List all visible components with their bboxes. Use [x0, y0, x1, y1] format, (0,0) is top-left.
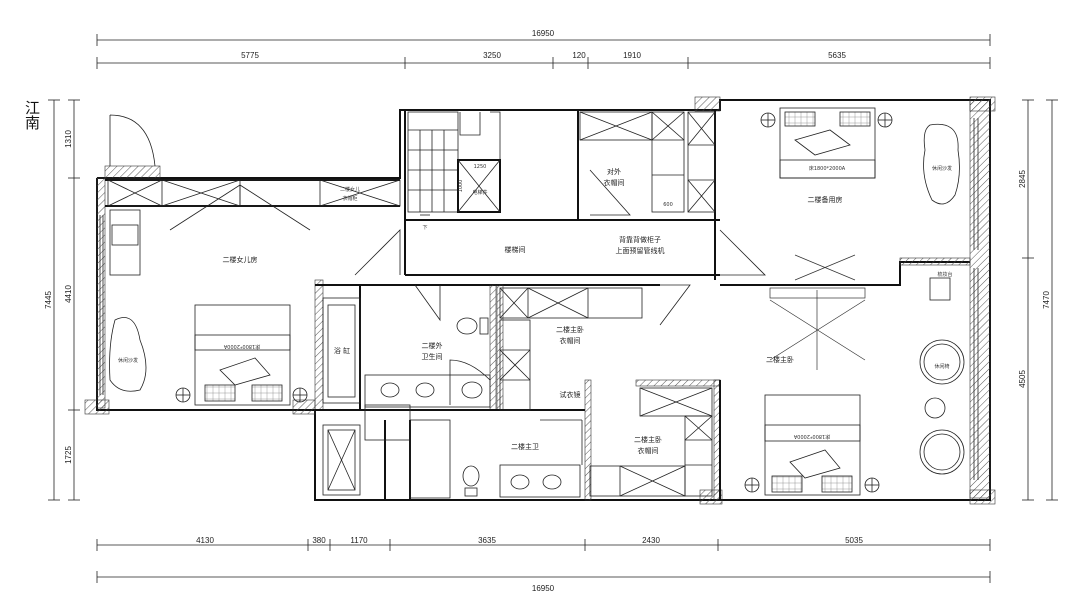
ceiling-light-lines	[769, 254, 866, 370]
dim-bottom-3: 1170	[350, 536, 368, 545]
outer-bathroom-fixtures	[322, 297, 491, 408]
label-master-closet-a2: 衣帽间	[560, 336, 581, 345]
dim-right-total: 7470	[1042, 291, 1051, 309]
dimension-texts: 16950 5775 3250 120 1910 5635 4130 380 1…	[44, 29, 1051, 593]
label-pipe-1: 背靠背做柜子	[619, 235, 661, 244]
label-master-closet-a1: 二楼主卧	[556, 325, 584, 334]
label-daughter-closet-2: 衣帽柜	[342, 195, 357, 202]
dim-top-total: 16950	[532, 29, 555, 38]
elevator-shaft	[457, 159, 501, 213]
bed-spare-room	[760, 107, 893, 179]
label-outer-closet-1: 对外	[607, 167, 621, 176]
label-bed-daughter: 床1800*2000A	[223, 343, 260, 350]
label-pipe-2: 上面预留管线机	[616, 246, 665, 255]
label-master-bedroom: 二楼主卧	[766, 355, 794, 364]
doors	[109, 114, 766, 326]
label-dresser: 梳妆台	[937, 271, 952, 278]
label-elevator: 电梯井	[472, 189, 487, 196]
windows	[99, 118, 979, 480]
dim-bottom-4: 3635	[478, 536, 496, 545]
room-labels: 二楼女儿房 二楼女儿 衣帽柜 楼梯间 1250 1000 电梯井 下 对外 衣帽…	[118, 164, 953, 455]
label-master-closet-b1: 二楼主卧	[634, 435, 662, 444]
label-down: 下	[422, 225, 427, 231]
dimension-lines	[48, 34, 1058, 583]
label-bed-spare: 床1800*2000A	[809, 165, 846, 172]
label-daughter-closet-1: 二楼女儿	[340, 186, 360, 193]
bed-daughter-room	[175, 304, 308, 406]
dim-top-5: 5635	[828, 51, 846, 60]
bed-master-room	[744, 394, 880, 496]
label-stairwell: 楼梯间	[505, 245, 526, 254]
master-bathroom-fixtures	[409, 419, 583, 499]
dim-top-2: 3250	[483, 51, 501, 60]
walls	[84, 96, 996, 505]
label-master-bath: 二楼主卫	[511, 442, 539, 451]
orientation-text: 江南	[23, 100, 41, 130]
label-mirror: 试衣镜	[560, 390, 581, 399]
label-outer-bath-1: 二楼外	[422, 341, 443, 350]
dim-bottom-2: 380	[312, 536, 326, 545]
label-master-closet-b2: 衣帽间	[638, 446, 659, 455]
dim-bottom-1: 4130	[196, 536, 214, 545]
label-outer-closet-2: 衣帽间	[604, 178, 625, 187]
dim-left-1: 1310	[64, 130, 73, 148]
label-lounge-sofa-top: 休闲沙发	[932, 165, 952, 172]
label-bath: 浴 缸	[334, 346, 350, 355]
closets	[107, 111, 716, 497]
dim-top-1: 5775	[241, 51, 259, 60]
dim-bottom-5: 2430	[642, 536, 660, 545]
dim-right-2: 4505	[1018, 370, 1027, 388]
label-lounge-sofa-left: 休闲沙发	[118, 357, 138, 364]
label-elevator-w: 1250	[474, 164, 487, 170]
dim-bottom-6: 5035	[845, 536, 863, 545]
lounge-furniture	[109, 123, 965, 475]
label-daughter-room: 二楼女儿房	[223, 255, 258, 264]
label-spare-room: 二楼备用房	[808, 195, 843, 204]
lower-left-block	[322, 424, 361, 496]
dim-left-total: 7445	[44, 291, 53, 309]
dim-right-1: 2845	[1018, 170, 1027, 188]
label-bed-master: 床1800*2000A	[793, 433, 830, 440]
daughter-desk	[109, 209, 141, 276]
dim-top-4: 1910	[623, 51, 641, 60]
label-outer-bath-2: 卫生间	[422, 352, 443, 361]
orientation-label: 江南	[23, 100, 41, 130]
dim-left-3: 1725	[64, 446, 73, 464]
dim-top-3: 120	[572, 51, 586, 60]
label-lounge-chair: 休闲椅	[934, 363, 949, 370]
dim-bottom-total: 16950	[532, 584, 555, 593]
dim-left-2: 4410	[64, 285, 73, 303]
label-dim-600: 600	[663, 202, 673, 208]
label-elevator-h: 1000	[458, 180, 464, 193]
